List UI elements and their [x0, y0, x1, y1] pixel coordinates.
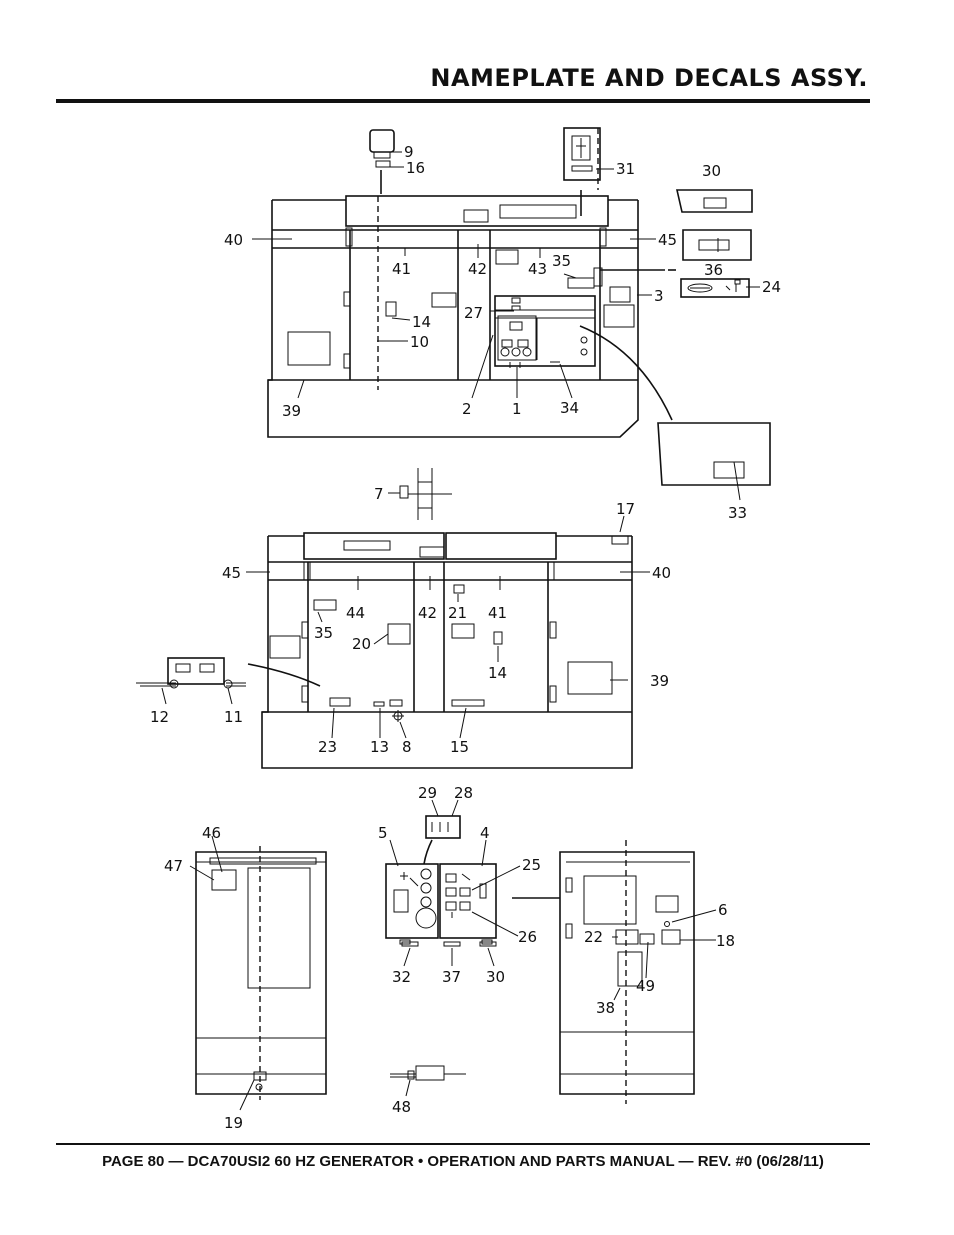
callout-40: 40 [652, 564, 671, 582]
callout-45: 45 [658, 231, 677, 249]
callout-34: 34 [560, 399, 579, 417]
callout-10: 10 [410, 333, 429, 351]
callout-41: 41 [488, 604, 507, 622]
callout-39: 39 [282, 402, 301, 420]
top-generator-view: 9 16 31 30 40 45 41 42 43 35 36 24 3 14 … [224, 127, 781, 522]
callout-1: 1 [512, 400, 522, 418]
callout-11: 11 [224, 708, 243, 726]
page-title: NAMEPLATE AND DECALS ASSY. [430, 64, 868, 92]
callout-16: 16 [406, 159, 425, 177]
callout-28: 28 [454, 784, 473, 802]
callout-35: 35 [314, 624, 333, 642]
page-footer: PAGE 80 — DCA70USI2 60 HZ GENERATOR • OP… [102, 1153, 824, 1170]
callout-42: 42 [418, 604, 437, 622]
callout-7: 7 [374, 485, 384, 503]
callout-3: 3 [654, 287, 664, 305]
callout-33: 33 [728, 504, 747, 522]
callout-15: 15 [450, 738, 469, 756]
callout-23: 23 [318, 738, 337, 756]
callout-9: 9 [404, 143, 414, 161]
callout-41: 41 [392, 260, 411, 278]
callout-35: 35 [552, 252, 571, 270]
callout-48: 48 [392, 1098, 411, 1116]
callout-44: 44 [346, 604, 365, 622]
callout-21: 21 [448, 604, 467, 622]
footer-rule [56, 1143, 870, 1145]
callout-29: 29 [418, 784, 437, 802]
middle-generator-view: 7 [136, 468, 671, 769]
callout-46: 46 [202, 824, 221, 842]
callout-31: 31 [616, 160, 635, 178]
callout-30: 30 [486, 968, 505, 986]
bottom-end-views: 46 47 19 29 28 5 4 25 26 32 37 [164, 784, 735, 1132]
callout-12: 12 [150, 708, 169, 726]
callout-43: 43 [528, 260, 547, 278]
callout-18: 18 [716, 932, 735, 950]
header-rule [56, 99, 870, 103]
callout-14: 14 [488, 664, 507, 682]
callout-13: 13 [370, 738, 389, 756]
callout-37: 37 [442, 968, 461, 986]
callout-42: 42 [468, 260, 487, 278]
callout-27: 27 [464, 304, 483, 322]
callout-45: 45 [222, 564, 241, 582]
callout-47: 47 [164, 857, 183, 875]
callout-6: 6 [718, 901, 728, 919]
callout-5: 5 [378, 824, 388, 842]
callout-36: 36 [704, 261, 723, 279]
callout-49: 49 [636, 977, 655, 995]
callout-38: 38 [596, 999, 615, 1017]
callout-14: 14 [412, 313, 431, 331]
callout-19: 19 [224, 1114, 243, 1132]
callout-2: 2 [462, 400, 472, 418]
callout-24: 24 [762, 278, 781, 296]
callout-22: 22 [584, 928, 603, 946]
callout-40: 40 [224, 231, 243, 249]
callout-20: 20 [352, 635, 371, 653]
callout-39: 39 [650, 672, 669, 690]
callout-17: 17 [616, 500, 635, 518]
callout-8: 8 [402, 738, 412, 756]
callout-26: 26 [518, 928, 537, 946]
callout-30: 30 [702, 162, 721, 180]
callout-32: 32 [392, 968, 411, 986]
callout-25: 25 [522, 856, 541, 874]
callout-4: 4 [480, 824, 490, 842]
